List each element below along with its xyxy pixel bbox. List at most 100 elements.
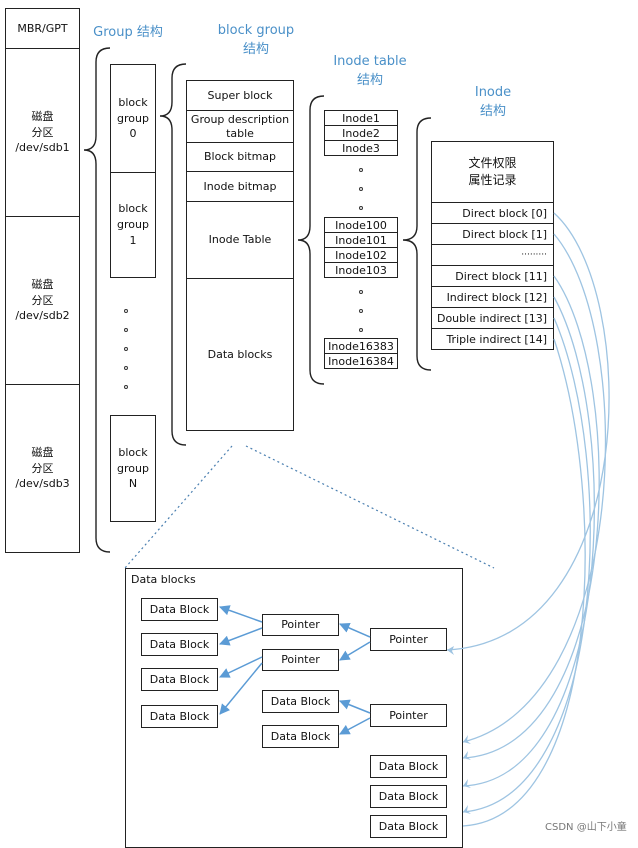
inode-bitmap-label: Inode bitmap <box>203 179 277 193</box>
data-block-label: Data Block <box>149 672 210 686</box>
pointer-label: Pointer <box>389 708 428 722</box>
data-block: Data Block <box>141 705 218 728</box>
data-block: Data Block <box>262 690 339 713</box>
brace-group <box>83 47 111 553</box>
indirect-block-12: Indirect block [12] <box>431 286 554 308</box>
inode-row-label: Indirect block [12] <box>446 290 547 304</box>
inode-row-label: Double indirect [13] <box>436 311 547 325</box>
data-block-label: Data Block <box>270 694 331 708</box>
inode-table-label: Inode Table <box>208 233 272 247</box>
inode-entry-3: Inode3 <box>324 140 398 156</box>
inode-row-label: Triple indirect [14] <box>446 332 547 346</box>
inode-entry-2: Inode2 <box>324 125 398 141</box>
inode-entry-label: Inode1 <box>342 111 380 125</box>
inode-entry-102: Inode102 <box>324 247 398 263</box>
ellipsis-dot <box>124 347 128 351</box>
inode-row-label: ········· <box>521 250 547 260</box>
pointer-box: Pointer <box>370 628 447 651</box>
inode-attributes: 文件权限 属性记录 <box>431 141 554 203</box>
group-description-table: Group description table <box>186 110 294 143</box>
mbr-gpt-box: MBR/GPT <box>5 8 80 49</box>
data-block-label: Data Block <box>149 602 210 616</box>
inode-entry-103: Inode103 <box>324 262 398 278</box>
block-bitmap-label: Block bitmap <box>203 150 277 164</box>
data-block-label: Data Block <box>149 709 210 723</box>
arrow-pointer-to-block <box>219 605 263 623</box>
curve-direct-1 <box>462 233 607 743</box>
pointer-label: Pointer <box>389 632 428 646</box>
data-block-label: Data Block <box>149 637 210 651</box>
block-group-n: block group N <box>110 415 156 522</box>
data-block: Data Block <box>262 725 339 748</box>
data-blocks-region: Data blocks <box>186 278 294 431</box>
inode-attributes-label: 文件权限 属性记录 <box>468 155 517 187</box>
pointer-box: Pointer <box>262 614 339 636</box>
inode-table-region: Inode Table <box>186 201 294 279</box>
inode-entry-16384: Inode16384 <box>324 353 398 369</box>
partition-sdb3: 磁盘 分区 /dev/sdb3 <box>5 384 80 553</box>
data-block: Data Block <box>141 633 218 656</box>
data-block-label: Data Block <box>270 729 331 743</box>
ellipsis-dot <box>359 168 363 172</box>
inode-row-label: Direct block [0] <box>462 206 547 220</box>
inode-entry-label: Inode101 <box>335 233 387 247</box>
block-group-label: block group N <box>117 445 149 491</box>
partition-label: 磁盘 分区 /dev/sdb3 <box>15 445 70 491</box>
block-group-0: block group 0 <box>110 64 156 173</box>
double-indirect-13: Double indirect [13] <box>431 307 554 329</box>
inode-entry-label: Inode100 <box>335 218 387 232</box>
inode-table-structure-header: Inode table 结构 <box>333 54 407 88</box>
pointer-box: Pointer <box>370 704 447 727</box>
ellipsis-dot <box>124 366 128 370</box>
mbr-gpt-label: MBR/GPT <box>17 21 68 35</box>
data-block: Data Block <box>141 668 218 691</box>
inode-entry-label: Inode16384 <box>328 354 394 368</box>
ellipsis-dot <box>359 206 363 210</box>
brace-block-group <box>159 63 187 446</box>
curve-indirect-12 <box>462 296 596 787</box>
inode-entry-label: Inode3 <box>342 141 380 155</box>
arrow-pointer-to-pointer <box>339 641 371 661</box>
data-block: Data Block <box>370 755 447 778</box>
inode-entry-label: Inode103 <box>335 263 387 277</box>
brace-inode <box>402 117 432 371</box>
block-group-structure-header: block group 结构 <box>217 23 295 57</box>
group-structure-header: Group 结构 <box>93 25 163 40</box>
inode-entry-label: Inode102 <box>335 248 387 262</box>
inode-bitmap: Inode bitmap <box>186 171 294 202</box>
inode-entry-label: Inode2 <box>342 126 380 140</box>
arrow-pointer-to-block <box>339 699 371 714</box>
inode-entry-16383: Inode16383 <box>324 338 398 354</box>
data-block-label: Data Block <box>378 789 439 803</box>
ellipsis-dot <box>124 385 128 389</box>
curve-triple-14 <box>462 338 586 827</box>
triple-indirect-14: Triple indirect [14] <box>431 328 554 350</box>
curve-double-13 <box>462 317 591 813</box>
data-block-label: Data Block <box>378 819 439 833</box>
arrow-pointer-to-block <box>219 662 263 715</box>
ellipsis-dot <box>359 309 363 313</box>
data-blocks-panel-title: Data blocks <box>131 573 196 586</box>
watermark: CSDN @山下小童 <box>545 822 627 833</box>
data-block: Data Block <box>370 815 447 838</box>
direct-block-0: Direct block [0] <box>431 202 554 224</box>
super-block-label: Super block <box>207 88 273 102</box>
inode-row-label: Direct block [11] <box>455 269 547 283</box>
inode-structure-header: Inode 结构 <box>474 85 512 119</box>
arrow-pointer-to-block <box>219 627 263 646</box>
partition-label: 磁盘 分区 /dev/sdb2 <box>15 277 70 323</box>
block-group-1: block group 1 <box>110 172 156 278</box>
partition-sdb1: 磁盘 分区 /dev/sdb1 <box>5 48 80 217</box>
brace-inode-table <box>297 95 325 385</box>
ellipsis-dot <box>359 290 363 294</box>
zoom-line-right <box>245 445 495 569</box>
ellipsis-dot <box>359 328 363 332</box>
arrow-pointer-to-block <box>219 656 263 678</box>
zoom-line-left <box>124 445 233 569</box>
pointer-label: Pointer <box>281 618 320 632</box>
ellipsis-dot <box>124 328 128 332</box>
pointer-box: Pointer <box>262 649 339 671</box>
data-block: Data Block <box>141 598 218 621</box>
block-group-label: block group 1 <box>117 202 149 247</box>
